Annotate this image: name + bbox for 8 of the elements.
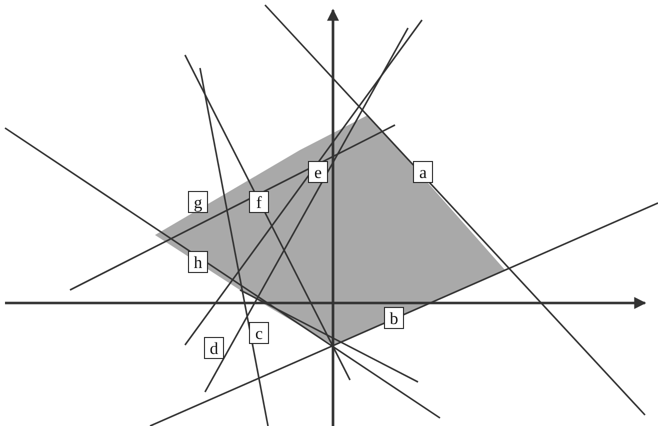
line-label: b bbox=[384, 307, 404, 329]
line-label: h bbox=[188, 251, 208, 273]
line-label: c bbox=[249, 322, 269, 344]
line-label: d bbox=[204, 337, 224, 359]
line-label: e bbox=[308, 161, 328, 183]
line-label: f bbox=[249, 191, 269, 213]
line-label: g bbox=[188, 191, 208, 213]
line-label: a bbox=[413, 161, 433, 183]
